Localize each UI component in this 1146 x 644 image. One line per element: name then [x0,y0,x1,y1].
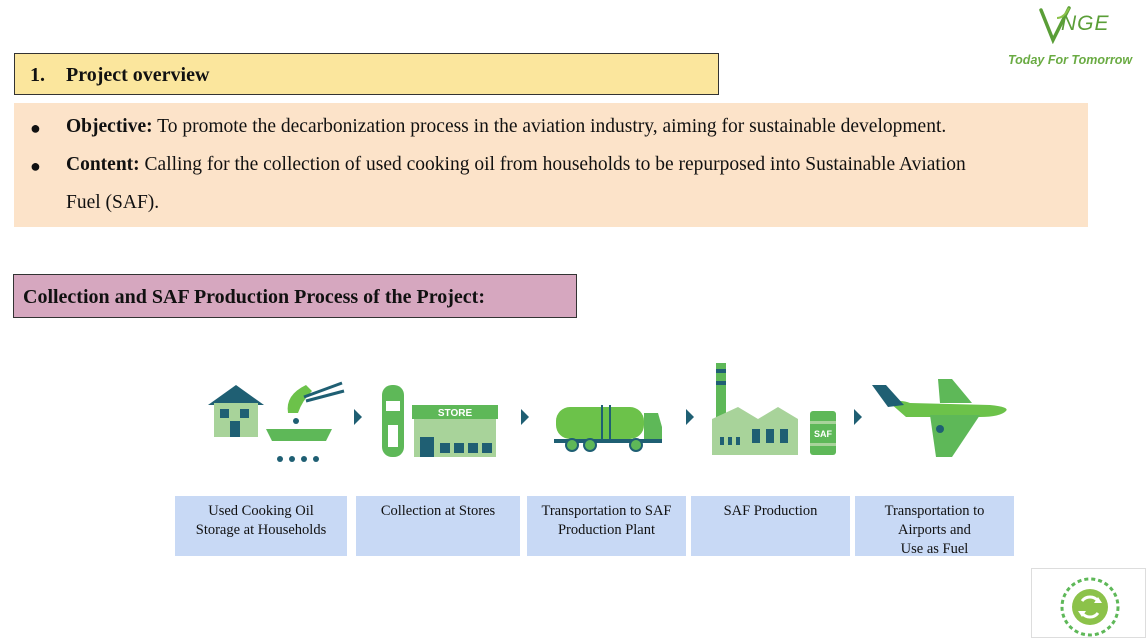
barrel-label: SAF [814,429,833,439]
step-label-transport-plant: Transportation to SAF Production Plant [527,496,686,556]
store-sign: STORE [438,408,473,419]
heading-title: Project overview [66,64,210,86]
brand-name: NGE [1061,12,1110,35]
store-icon: STORE [382,385,498,457]
step-label-stores: Collection at Stores [356,496,520,556]
process-illustration: STORE SAF [208,363,1007,462]
overview-panel: ● Objective: To promote the decarbonizat… [14,103,1088,227]
objective-line: Objective: To promote the decarbonizatio… [66,116,946,138]
objective-label: Objective: [66,116,153,137]
brand-tagline: Today For Tomorrow [1008,53,1133,67]
arrow-right-icon [854,409,862,425]
recycle-emblem [1031,568,1146,638]
airplane-icon [872,379,1007,457]
heading-number: 1. [30,64,45,86]
frying-pan-icon [266,381,345,462]
brand-logo: NGE Today For Tomorrow [1005,2,1145,72]
arrow-right-icon [354,409,362,425]
house-icon [208,385,264,437]
bullet-icon: ● [30,156,41,176]
process-heading-title: Collection and SAF Production Process of… [23,286,485,308]
arrow-right-icon [686,409,694,425]
process-heading: Collection and SAF Production Process of… [13,274,577,318]
project-overview-heading: 1. Project overview [14,53,719,95]
content-label: Content: [66,154,140,175]
bullet-icon: ● [30,118,41,138]
step-label-saf-production: SAF Production [691,496,850,556]
objective-text: To promote the decarbonization process i… [152,116,947,137]
step-label-airports: Transportation to Airports and Use as Fu… [855,496,1014,557]
arrow-right-icon [521,409,529,425]
recycle-icon [1060,577,1120,637]
content-line-continued: Fuel (SAF). [66,192,160,213]
saf-barrel-icon: SAF [810,411,836,455]
oil-tanker-truck-icon [554,405,662,452]
step-label-households: Used Cooking Oil Storage at Households [175,496,347,556]
factory-icon [712,363,798,455]
content-line: Content: Calling for the collection of u… [66,154,966,176]
content-text: Calling for the collection of used cooki… [139,154,966,175]
v-logo-icon [1039,6,1071,44]
